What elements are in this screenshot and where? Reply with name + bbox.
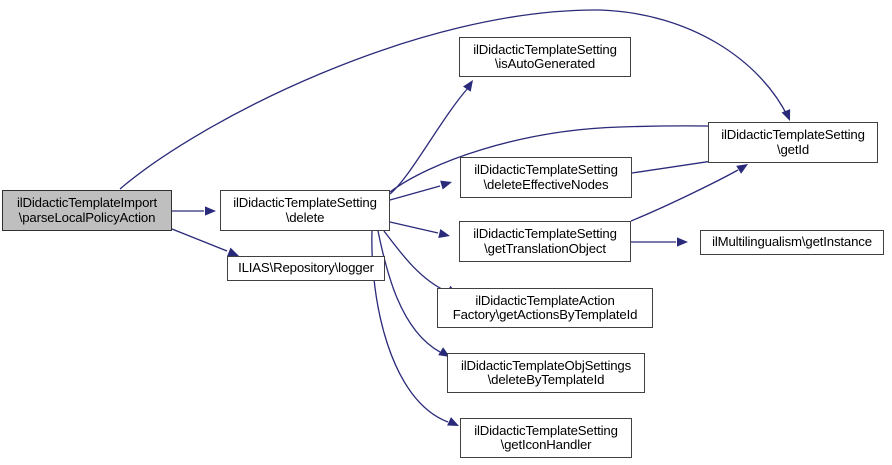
edge-getTranslationObject-to-getId bbox=[630, 169, 739, 222]
edge-delete-to-deleteEffectiveNodes bbox=[389, 185, 441, 201]
arrowhead-delete-to-getTranslationObject bbox=[438, 229, 450, 239]
node-label-delete: ilDidacticTemplateSetting \delete bbox=[233, 195, 377, 225]
node-label-deleteByTemplateId: ilDidacticTemplateObjSettings \deleteByT… bbox=[460, 357, 632, 387]
arrowhead-getTranslationObject-to-getId bbox=[736, 164, 748, 174]
edge-delete-to-isAutoGenerated bbox=[389, 87, 469, 195]
node-deleteEffectiveNodes[interactable]: ilDidacticTemplateSetting \deleteEffecti… bbox=[460, 157, 632, 198]
arrowhead-delete-to-isAutoGenerated bbox=[463, 80, 473, 92]
arrowhead-delete-to-deleteEffectiveNodes bbox=[440, 180, 452, 190]
node-label-getActionsByTemplateId: ilDidacticTemplateAction Factory\getActi… bbox=[452, 292, 638, 322]
node-getTranslationObject[interactable]: ilDidacticTemplateSetting \getTranslatio… bbox=[459, 221, 631, 262]
node-logger[interactable]: ILIAS\Repository\logger bbox=[227, 256, 385, 281]
node-isAutoGenerated[interactable]: ilDidacticTemplateSetting \isAutoGenerat… bbox=[459, 37, 631, 77]
node-delete[interactable]: ilDidacticTemplateSetting \delete bbox=[220, 190, 390, 231]
node-getActionsByTemplateId[interactable]: ilDidacticTemplateAction Factory\getActi… bbox=[437, 288, 653, 328]
edge-delete-to-getActionsByTemplateId bbox=[383, 230, 449, 293]
node-label-getIconHandler: ilDidacticTemplateSetting \getIconHandle… bbox=[474, 422, 618, 452]
arrowhead-delete-to-getIconHandler bbox=[447, 417, 459, 426]
edge-delete-to-deleteByTemplateId bbox=[377, 230, 441, 353]
edge-delete-to-getTranslationObject bbox=[389, 221, 439, 234]
node-label-logger: ILIAS\Repository\logger bbox=[238, 260, 374, 276]
node-label-deleteEffectiveNodes: ilDidacticTemplateSetting \deleteEffecti… bbox=[474, 162, 618, 192]
node-label-getTranslationObject: ilDidacticTemplateSetting \getTranslatio… bbox=[473, 226, 617, 256]
arrowhead-parseLocalPolicyAction-to-logger bbox=[227, 247, 239, 257]
edge-parseLocalPolicyAction-to-logger bbox=[171, 228, 228, 252]
node-label-getId: ilDidacticTemplateSetting \getId bbox=[721, 127, 865, 157]
node-getId[interactable]: ilDidacticTemplateSetting \getId bbox=[708, 122, 878, 163]
arrowhead-getTranslationObject-to-getInstance bbox=[677, 237, 688, 247]
arrowhead-parseLocalPolicyAction-to-getId bbox=[781, 109, 791, 121]
node-deleteByTemplateId[interactable]: ilDidacticTemplateObjSettings \deleteByT… bbox=[447, 353, 645, 393]
node-getInstance[interactable]: ilMultilingualism\getInstance bbox=[700, 230, 884, 255]
node-label-getInstance: ilMultilingualism\getInstance bbox=[712, 234, 872, 250]
arrowhead-parseLocalPolicyAction-to-delete bbox=[205, 206, 216, 216]
edge-parseLocalPolicyAction-to-getId bbox=[119, 9, 789, 190]
node-label-isAutoGenerated: ilDidacticTemplateSetting \isAutoGenerat… bbox=[473, 41, 617, 71]
node-getIconHandler[interactable]: ilDidacticTemplateSetting \getIconHandle… bbox=[460, 418, 632, 458]
node-parseLocalPolicyAction[interactable]: ilDidacticTemplateImport \parseLocalPoli… bbox=[2, 190, 172, 231]
node-label-parseLocalPolicyAction: ilDidacticTemplateImport \parseLocalPoli… bbox=[16, 195, 158, 225]
